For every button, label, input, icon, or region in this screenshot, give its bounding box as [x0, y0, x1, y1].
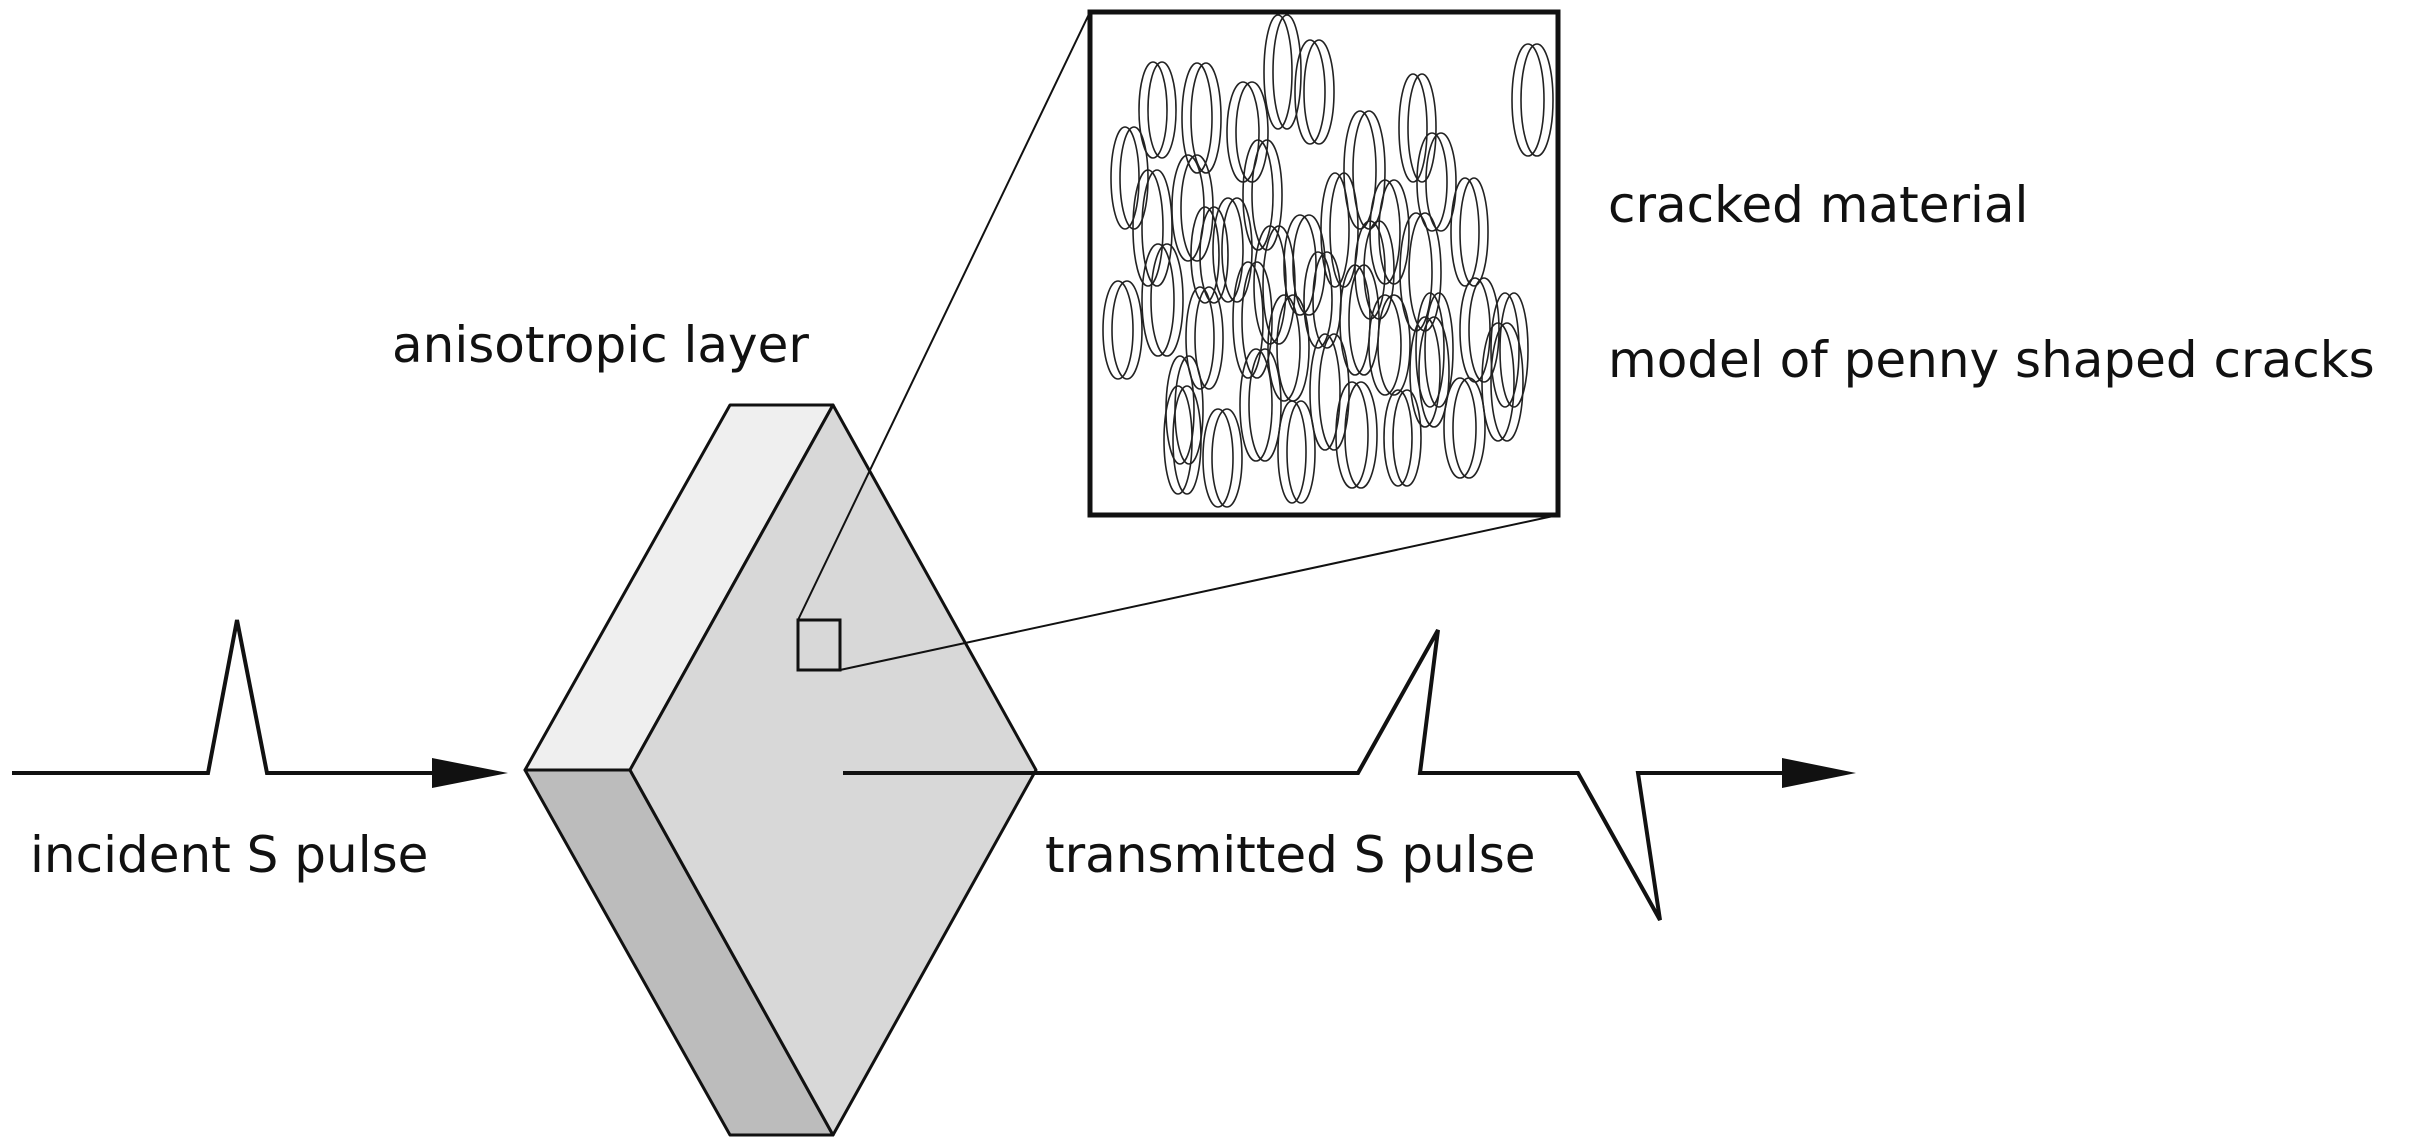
zoom-connector-bottom: [839, 514, 1559, 671]
penny-cracks: [1102, 14, 1554, 508]
penny-crack-ellipse: [1511, 43, 1545, 157]
penny-crack-ellipse: [1141, 169, 1173, 287]
penny-crack-ellipse: [1368, 294, 1402, 396]
penny-crack-ellipse: [1248, 348, 1282, 462]
penny-crack-ellipse: [1499, 292, 1529, 408]
label-anisotropic-layer: anisotropic layer: [392, 316, 809, 374]
penny-crack-ellipse: [1263, 14, 1293, 130]
label-incident-pulse: incident S pulse: [30, 826, 428, 884]
penny-crack-ellipse: [1398, 73, 1428, 183]
penny-crack-ellipse: [1147, 61, 1177, 159]
penny-crack-ellipse: [1283, 214, 1317, 316]
incident-pulse-waveform: [12, 619, 508, 788]
penny-crack-ellipse: [1171, 154, 1205, 262]
penny-crack-ellipse: [1354, 220, 1386, 320]
penny-crack-ellipse: [1190, 62, 1222, 174]
penny-crack-ellipse: [1119, 126, 1149, 230]
penny-crack-ellipse: [1262, 225, 1296, 345]
penny-crack-ellipse: [1181, 62, 1213, 174]
penny-crack-ellipse: [1286, 400, 1316, 504]
penny-crack-ellipse: [1352, 110, 1386, 230]
penny-crack-ellipse: [1202, 408, 1234, 508]
penny-crack-ellipse: [1409, 316, 1441, 428]
label-transmitted-pulse: transmitted S pulse: [1045, 826, 1536, 884]
zoom-marker-square: [796, 618, 842, 672]
penny-crack-ellipse: [1212, 197, 1244, 303]
penny-crack-ellipse: [1102, 280, 1134, 380]
penny-crack-ellipse: [1221, 197, 1253, 303]
penny-crack-ellipse: [1424, 292, 1454, 408]
penny-crack-ellipse: [1174, 355, 1204, 465]
penny-crack-ellipse: [1194, 286, 1224, 390]
label-cracked-material: cracked material: [1608, 176, 2028, 234]
penny-crack-ellipse: [1344, 381, 1378, 489]
penny-crack-ellipse: [1407, 73, 1437, 183]
penny-crack-ellipse: [1141, 243, 1175, 357]
cracked-material-inset: [1087, 9, 1561, 518]
penny-crack-ellipse: [1490, 322, 1524, 442]
penny-crack-ellipse: [1459, 177, 1489, 287]
penny-crack-ellipse: [1318, 333, 1350, 451]
penny-crack-ellipse: [1241, 261, 1273, 379]
anisotropic-layer-block: [523, 403, 1038, 1137]
penny-crack-ellipse: [1110, 126, 1140, 230]
penny-crack-ellipse: [1150, 243, 1184, 357]
penny-crack-ellipse: [1180, 154, 1214, 262]
penny-crack-ellipse: [1232, 261, 1264, 379]
penny-crack-ellipse: [1443, 377, 1477, 479]
penny-crack-ellipse: [1416, 132, 1448, 232]
penny-crack-ellipse: [1165, 355, 1195, 465]
penny-crack-ellipse: [1520, 43, 1554, 157]
penny-crack-ellipse: [1303, 39, 1335, 145]
penny-crack-ellipse: [1251, 139, 1283, 251]
penny-crack-ellipse: [1199, 206, 1229, 304]
penny-crack-ellipse: [1272, 14, 1302, 130]
penny-crack-ellipse: [1392, 389, 1422, 487]
penny-crack-ellipse: [1277, 400, 1307, 504]
penny-crack-ellipse: [1335, 381, 1369, 489]
penny-crack-ellipse: [1111, 280, 1143, 380]
penny-crack-ellipse: [1185, 286, 1215, 390]
penny-crack-ellipse: [1383, 389, 1413, 487]
penny-crack-ellipse: [1132, 169, 1164, 287]
incident-pulse-line: [12, 619, 440, 775]
penny-crack-ellipse: [1242, 139, 1274, 251]
penny-crack-ellipse: [1303, 251, 1333, 349]
label-crack-model: model of penny shaped cracks: [1608, 331, 2375, 389]
penny-crack-ellipse: [1425, 132, 1457, 232]
transmitted-arrowhead: [1782, 758, 1856, 788]
penny-crack-ellipse: [1452, 377, 1486, 479]
penny-crack-ellipse: [1267, 294, 1301, 402]
penny-crack-ellipse: [1253, 225, 1287, 345]
penny-crack-ellipse: [1138, 61, 1168, 159]
transmitted-pulse-line: [843, 629, 1790, 921]
layer-front-face: [628, 403, 1038, 1137]
penny-crack-ellipse: [1450, 177, 1480, 287]
penny-crack-ellipse: [1481, 322, 1515, 442]
penny-crack-ellipse: [1490, 292, 1520, 408]
penny-crack-ellipse: [1190, 206, 1220, 304]
zoom-connector-top: [797, 11, 1091, 621]
penny-crack-ellipse: [1377, 294, 1411, 396]
penny-crack-ellipse: [1211, 408, 1243, 508]
penny-crack-ellipse: [1292, 214, 1326, 316]
penny-crack-ellipse: [1294, 39, 1326, 145]
penny-crack-ellipse: [1320, 172, 1350, 288]
penny-crack-ellipse: [1418, 316, 1450, 428]
penny-crack-ellipse: [1343, 110, 1377, 230]
penny-crack-ellipse: [1363, 220, 1395, 320]
penny-crack-ellipse: [1329, 172, 1359, 288]
penny-crack-ellipse: [1309, 333, 1341, 451]
incident-arrowhead: [432, 758, 508, 788]
penny-crack-ellipse: [1415, 292, 1445, 408]
penny-crack-ellipse: [1239, 348, 1273, 462]
transmitted-pulse-waveform: [843, 629, 1856, 921]
